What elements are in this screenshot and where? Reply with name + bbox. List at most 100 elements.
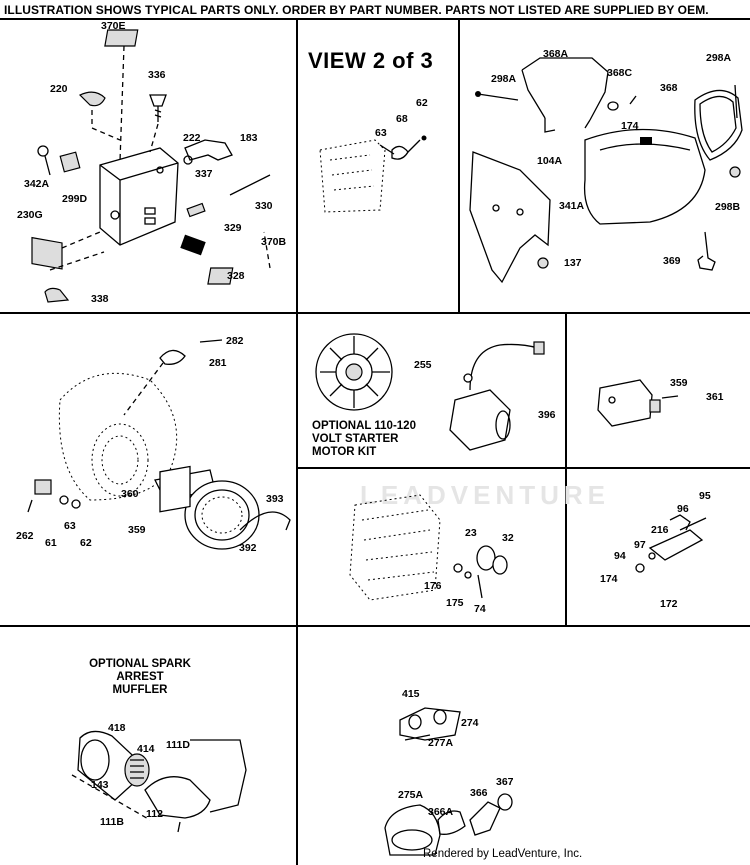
part-label-104A[interactable]: 104A <box>537 155 563 167</box>
part-label-415[interactable]: 415 <box>402 688 420 700</box>
part-label-396[interactable]: 396 <box>538 409 556 421</box>
part-label-328[interactable]: 328 <box>227 270 245 282</box>
part-label-366A[interactable]: 366A <box>428 806 454 818</box>
starter-kit-caption-line-1: OPTIONAL 110-120 <box>312 420 416 432</box>
tank-104A <box>583 128 706 225</box>
header-notice: ILLUSTRATION SHOWS TYPICAL PARTS ONLY. O… <box>4 3 709 17</box>
shroud-drawing <box>27 339 291 550</box>
part-label-174-tank[interactable]: 174 <box>621 120 639 132</box>
starter-drawing <box>315 333 545 451</box>
part-label-330[interactable]: 330 <box>255 200 273 212</box>
part-label-368A[interactable]: 368A <box>543 48 569 60</box>
part-label-63-shroud[interactable]: 63 <box>64 520 76 532</box>
ignition-drawing <box>349 494 508 601</box>
part-label-255[interactable]: 255 <box>414 359 432 371</box>
view-title: VIEW 2 of 3 <box>308 48 434 73</box>
part-label-230G[interactable]: 230G <box>17 209 43 221</box>
part-label-359-shroud[interactable]: 359 <box>128 524 146 536</box>
blower-housing-drawing <box>31 29 271 303</box>
part-label-62-shroud[interactable]: 62 <box>80 537 92 549</box>
part-label-222[interactable]: 222 <box>183 132 201 144</box>
part-label-361[interactable]: 361 <box>706 391 724 403</box>
grid-hline-2 <box>296 467 750 469</box>
part-label-111D[interactable]: 111D <box>166 739 190 751</box>
part-label-23[interactable]: 23 <box>465 527 477 539</box>
part-label-183[interactable]: 183 <box>240 132 258 144</box>
part-label-392[interactable]: 392 <box>239 542 257 554</box>
part-label-418[interactable]: 418 <box>108 722 126 734</box>
part-label-282[interactable]: 282 <box>226 335 244 347</box>
grid-hline-3 <box>0 625 750 627</box>
grid-vline-1 <box>296 18 298 865</box>
part-label-281[interactable]: 281 <box>209 357 227 369</box>
fuel-tank-drawing <box>469 57 743 284</box>
part-label-274[interactable]: 274 <box>461 717 479 729</box>
part-label-414[interactable]: 414 <box>137 743 155 755</box>
part-label-216[interactable]: 216 <box>651 524 669 536</box>
part-label-298A-left[interactable]: 298A <box>491 73 517 85</box>
part-label-137[interactable]: 137 <box>564 257 582 269</box>
grid-vline-2 <box>458 18 460 313</box>
grid-vline-3 <box>565 313 567 625</box>
part-label-95[interactable]: 95 <box>699 490 711 502</box>
part-label-174-governor[interactable]: 174 <box>600 573 618 585</box>
decal-370E <box>104 29 139 47</box>
part-label-61[interactable]: 61 <box>45 537 57 549</box>
part-label-277A[interactable]: 277A <box>428 737 454 749</box>
watermark: LEADVENTURE <box>360 480 611 510</box>
muffler-drawing <box>384 707 513 856</box>
part-label-32[interactable]: 32 <box>502 532 514 544</box>
part-label-175[interactable]: 175 <box>446 597 464 609</box>
starter-kit-caption-line-3: MOTOR KIT <box>312 446 377 458</box>
knob-220 <box>78 91 106 107</box>
part-label-370B[interactable]: 370B <box>261 236 287 248</box>
part-label-367[interactable]: 367 <box>496 776 514 788</box>
part-label-341A[interactable]: 341A <box>559 200 585 212</box>
part-label-143[interactable]: 143 <box>91 779 109 791</box>
starter-kit-caption: OPTIONAL 110-120 VOLT STARTER MOTOR KIT <box>312 420 416 459</box>
part-label-172[interactable]: 172 <box>660 598 678 610</box>
part-label-337[interactable]: 337 <box>195 168 213 180</box>
part-label-74[interactable]: 74 <box>474 603 486 615</box>
part-label-112[interactable]: 112 <box>146 808 163 820</box>
part-label-262[interactable]: 262 <box>16 530 34 542</box>
part-label-360[interactable]: 360 <box>121 488 139 500</box>
part-label-94[interactable]: 94 <box>614 550 626 562</box>
part-label-275A[interactable]: 275A <box>398 789 424 801</box>
part-label-370E[interactable]: 370E <box>101 20 126 32</box>
grid-hline-1 <box>0 312 750 314</box>
bracket-341A <box>469 151 551 284</box>
part-label-111B[interactable]: 111B <box>100 816 124 828</box>
part-label-298A-right[interactable]: 298A <box>706 52 732 64</box>
part-label-368C[interactable]: 368C <box>607 67 633 79</box>
governor-drawing <box>635 514 707 573</box>
part-label-220[interactable]: 220 <box>50 83 68 95</box>
footer-credit: Rendered by LeadVenture, Inc. <box>423 848 583 860</box>
part-label-338[interactable]: 338 <box>91 293 109 305</box>
part-label-368[interactable]: 368 <box>660 82 678 94</box>
part-label-342A[interactable]: 342A <box>24 178 50 190</box>
blower-cover <box>99 147 179 246</box>
part-label-298B[interactable]: 298B <box>715 201 741 213</box>
part-label-359-switch[interactable]: 359 <box>670 377 688 389</box>
part-label-336[interactable]: 336 <box>148 69 166 81</box>
bracket-183 <box>184 139 233 161</box>
part-label-62-linkage[interactable]: 62 <box>416 97 428 109</box>
spark-arrest-caption-line-2: MUFFLER <box>112 684 168 696</box>
part-label-369[interactable]: 369 <box>663 255 681 267</box>
part-label-97[interactable]: 97 <box>634 539 646 551</box>
part-label-299D[interactable]: 299D <box>62 193 88 205</box>
grid-top-border <box>0 18 750 20</box>
switch-drawing <box>597 379 679 427</box>
part-label-96[interactable]: 96 <box>677 503 689 515</box>
part-label-329[interactable]: 329 <box>224 222 242 234</box>
part-label-393[interactable]: 393 <box>266 493 284 505</box>
spark-arrest-caption-line-1: OPTIONAL SPARK ARREST <box>89 658 191 683</box>
part-label-63-linkage[interactable]: 63 <box>375 127 387 139</box>
starter-kit-caption-line-2: VOLT STARTER <box>312 433 399 445</box>
part-label-366[interactable]: 366 <box>470 787 488 799</box>
part-label-68[interactable]: 68 <box>396 113 408 125</box>
part-label-176[interactable]: 176 <box>424 580 442 592</box>
